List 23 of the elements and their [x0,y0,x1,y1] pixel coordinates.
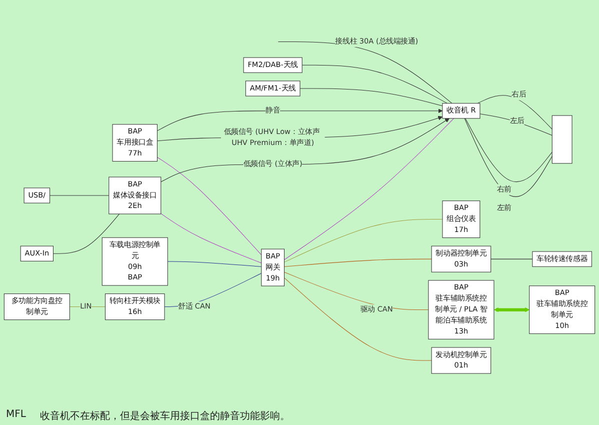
connector [52,213,120,254]
note-text: MFL [6,409,26,422]
connector [464,118,552,197]
connector [300,88,443,106]
connector [480,113,552,136]
connector [284,218,443,262]
connector [302,64,448,104]
connector [465,118,552,182]
connector [490,258,533,259]
connector [284,258,432,267]
arrow [157,108,443,131]
connector [160,212,262,263]
connector [50,194,110,196]
connector [157,156,262,255]
connector [477,94,552,130]
arrow [494,307,530,312]
arrow [160,118,450,182]
connector [278,41,452,104]
note-text: 收音机不在标配，但是会被车用接口盒的静音功能影响。 [40,410,290,423]
connector [284,277,432,360]
node-box [552,114,572,164]
connector [167,260,262,267]
connector [284,118,454,260]
